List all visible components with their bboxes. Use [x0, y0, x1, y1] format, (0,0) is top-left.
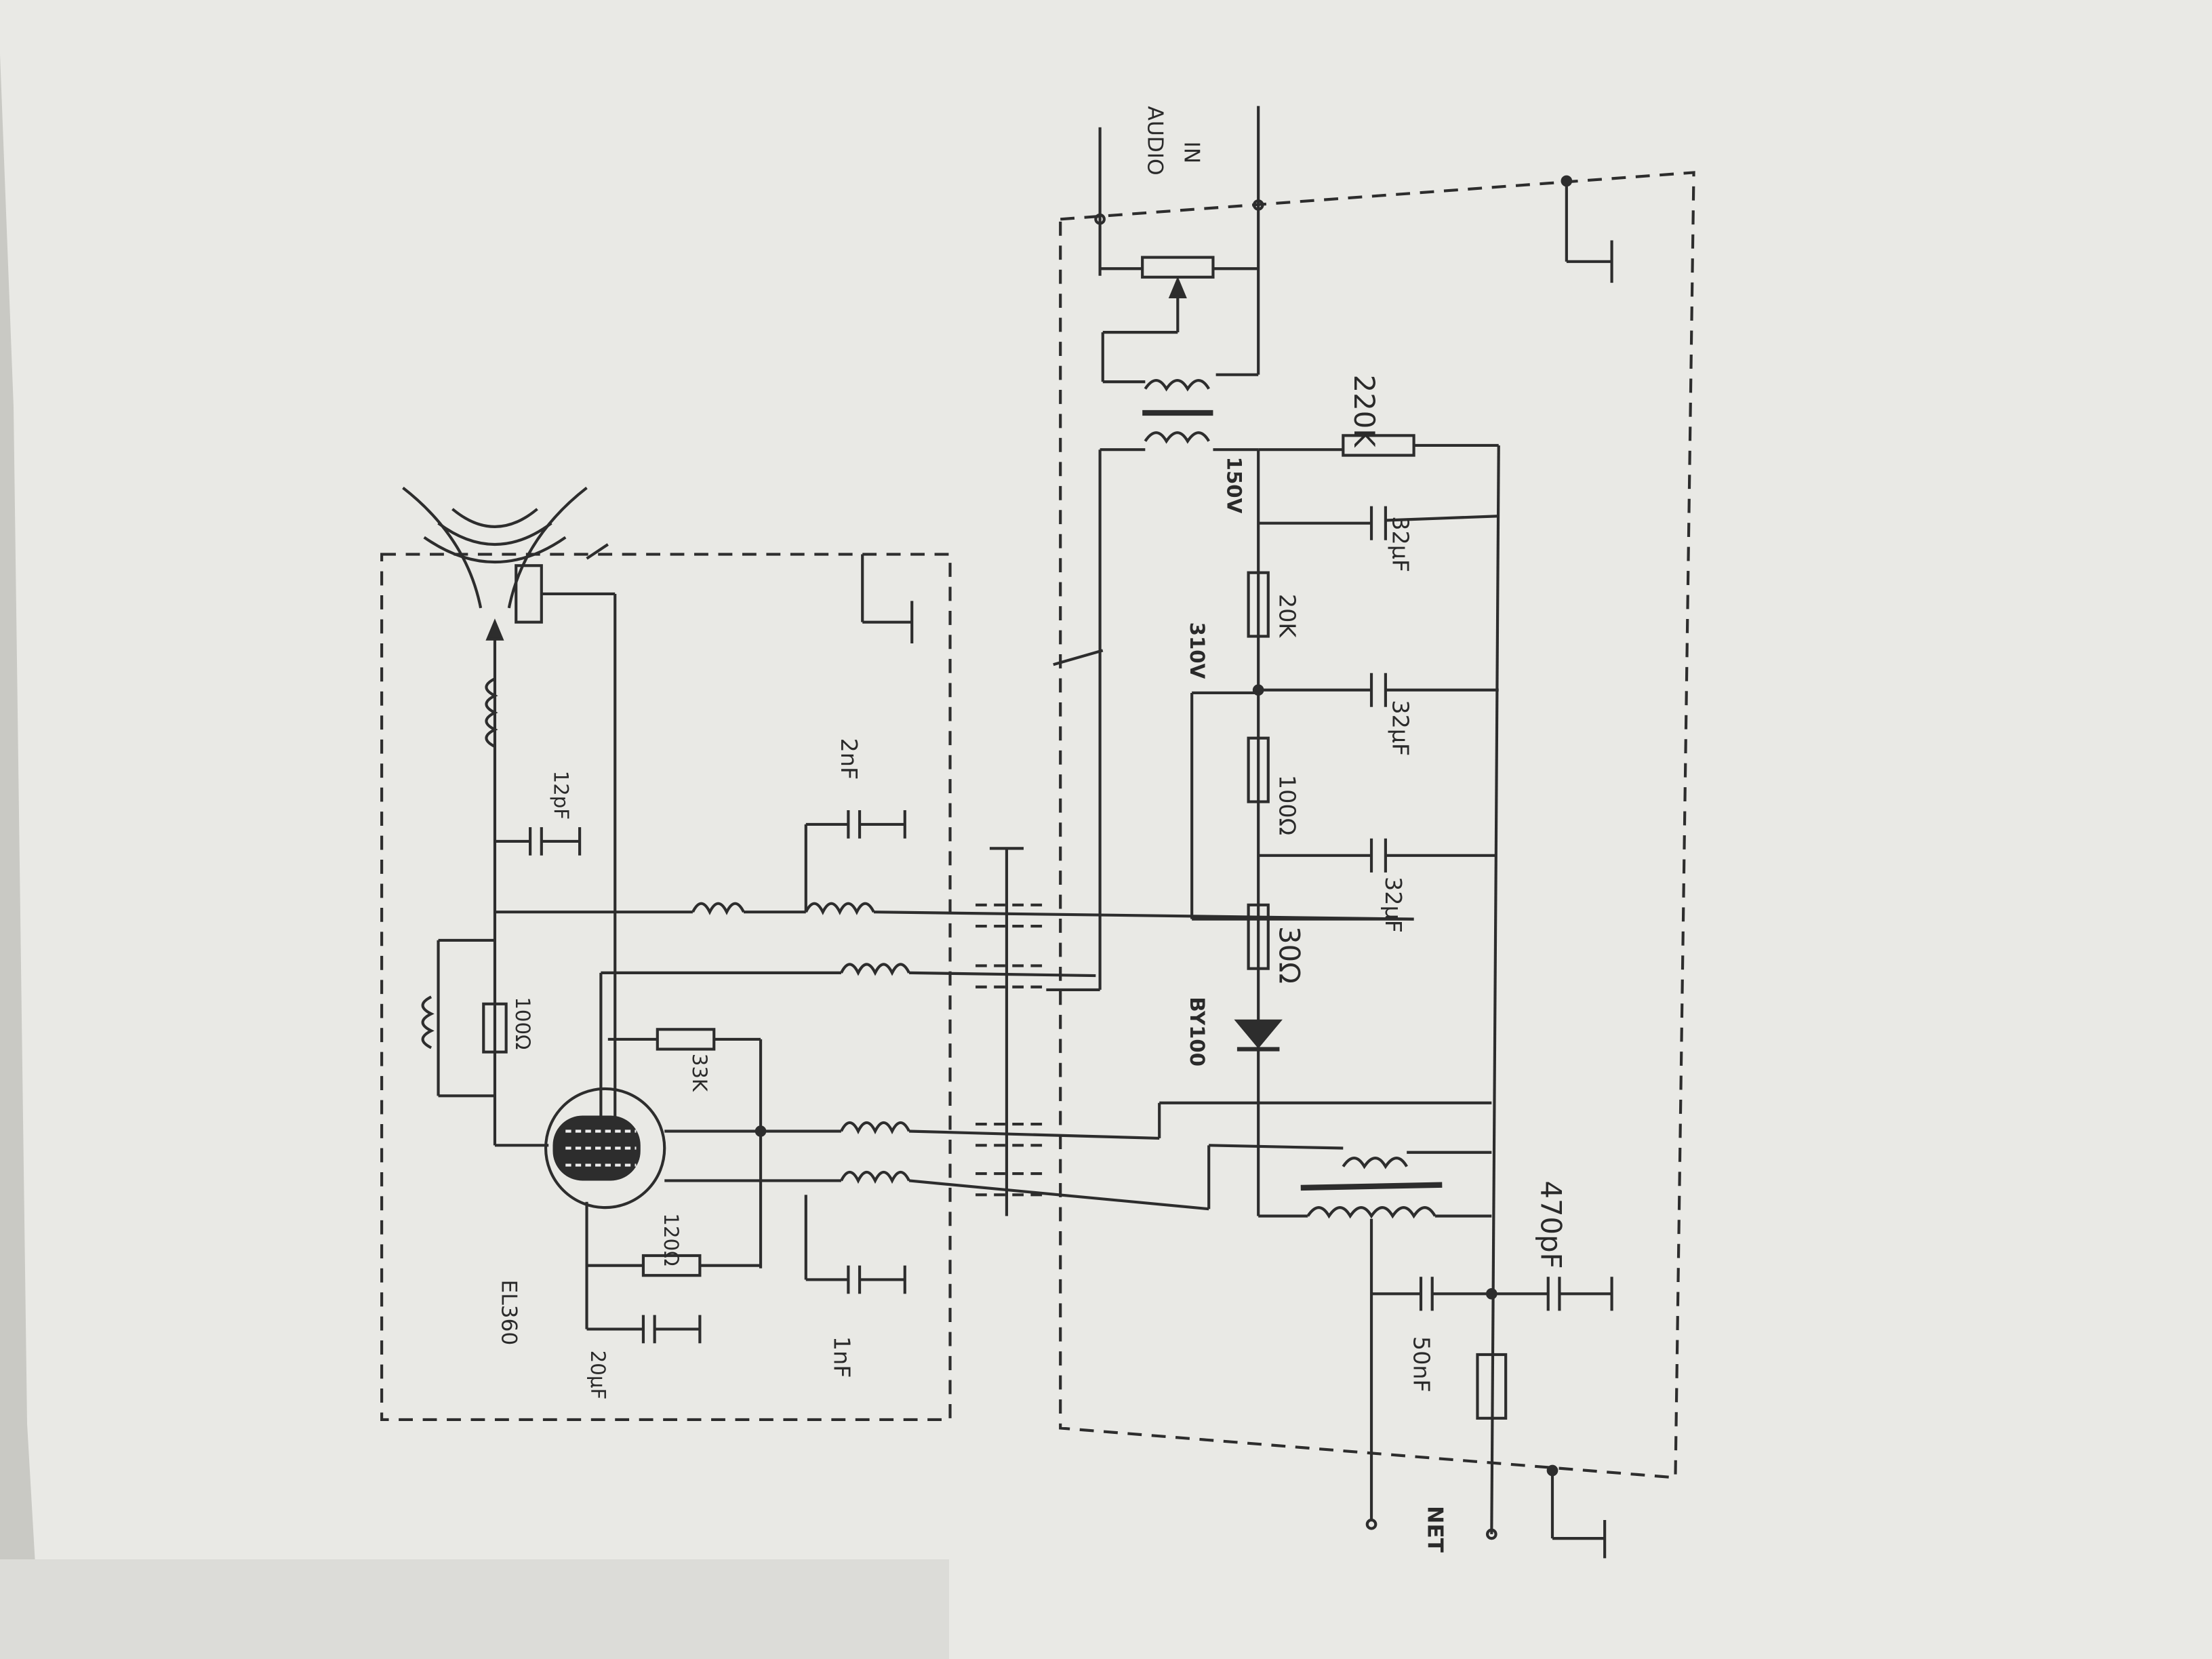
tube-el360	[544, 1087, 666, 1210]
label-30-ohm: 30Ω	[1272, 926, 1306, 984]
label-net: NET	[1422, 1506, 1447, 1553]
ground-symbol-osc	[861, 554, 914, 643]
label-1nf: 1nF	[829, 1336, 856, 1378]
diode-by100	[1234, 1019, 1283, 1052]
label-2nf: 2nF	[836, 738, 862, 780]
resistor-100-ohm	[1247, 736, 1270, 803]
label-100-ohm: 100Ω	[1274, 775, 1300, 835]
label-20k: 20K	[1274, 594, 1300, 638]
page-underneath	[0, 1559, 949, 1659]
choke-1	[691, 902, 745, 915]
label-20uf: 20μF	[586, 1351, 609, 1400]
mains-transformer	[1300, 1157, 1443, 1219]
label-120-ohm: 120Ω	[660, 1213, 683, 1266]
ground-symbol-mains	[1550, 1467, 1607, 1559]
label-470pf: 470pF	[1534, 1180, 1567, 1268]
resistor-30-ohm	[1247, 903, 1270, 970]
label-50nf: 50nF	[1409, 1336, 1435, 1393]
label-150v: 150V	[1222, 457, 1245, 514]
audio-transformer	[1142, 378, 1213, 444]
label-el360: EL360	[496, 1279, 521, 1345]
choke-2	[804, 902, 875, 915]
oscillator-coil	[485, 677, 498, 748]
label-32uf-a: 32μF	[1387, 516, 1413, 572]
resistor-100-ohm-grid	[482, 1002, 508, 1054]
label-12pf: 12pF	[550, 771, 573, 820]
label-310v: 310V	[1186, 622, 1209, 679]
label-by100: BY100	[1186, 997, 1209, 1066]
label-100-ohm-grid: 100Ω	[511, 997, 534, 1050]
label-220k: 220K	[1348, 375, 1381, 449]
power-supply-shield-box	[1059, 171, 1695, 1479]
label-audio-in: IN	[1180, 142, 1204, 164]
oscillator-shield-box	[380, 553, 952, 1422]
antenna-icon	[402, 486, 588, 624]
fuse	[1476, 1353, 1508, 1420]
label-32uf-c: 32μF	[1380, 877, 1407, 933]
resistor-20k	[1247, 571, 1270, 638]
ground-symbol-ps-top	[1565, 176, 1613, 283]
label-33k: 33K	[688, 1054, 711, 1092]
feedthrough-capacitors	[976, 903, 1047, 1197]
label-32uf-b: 32μF	[1387, 700, 1413, 756]
label-audio: AUDIO	[1143, 106, 1167, 175]
